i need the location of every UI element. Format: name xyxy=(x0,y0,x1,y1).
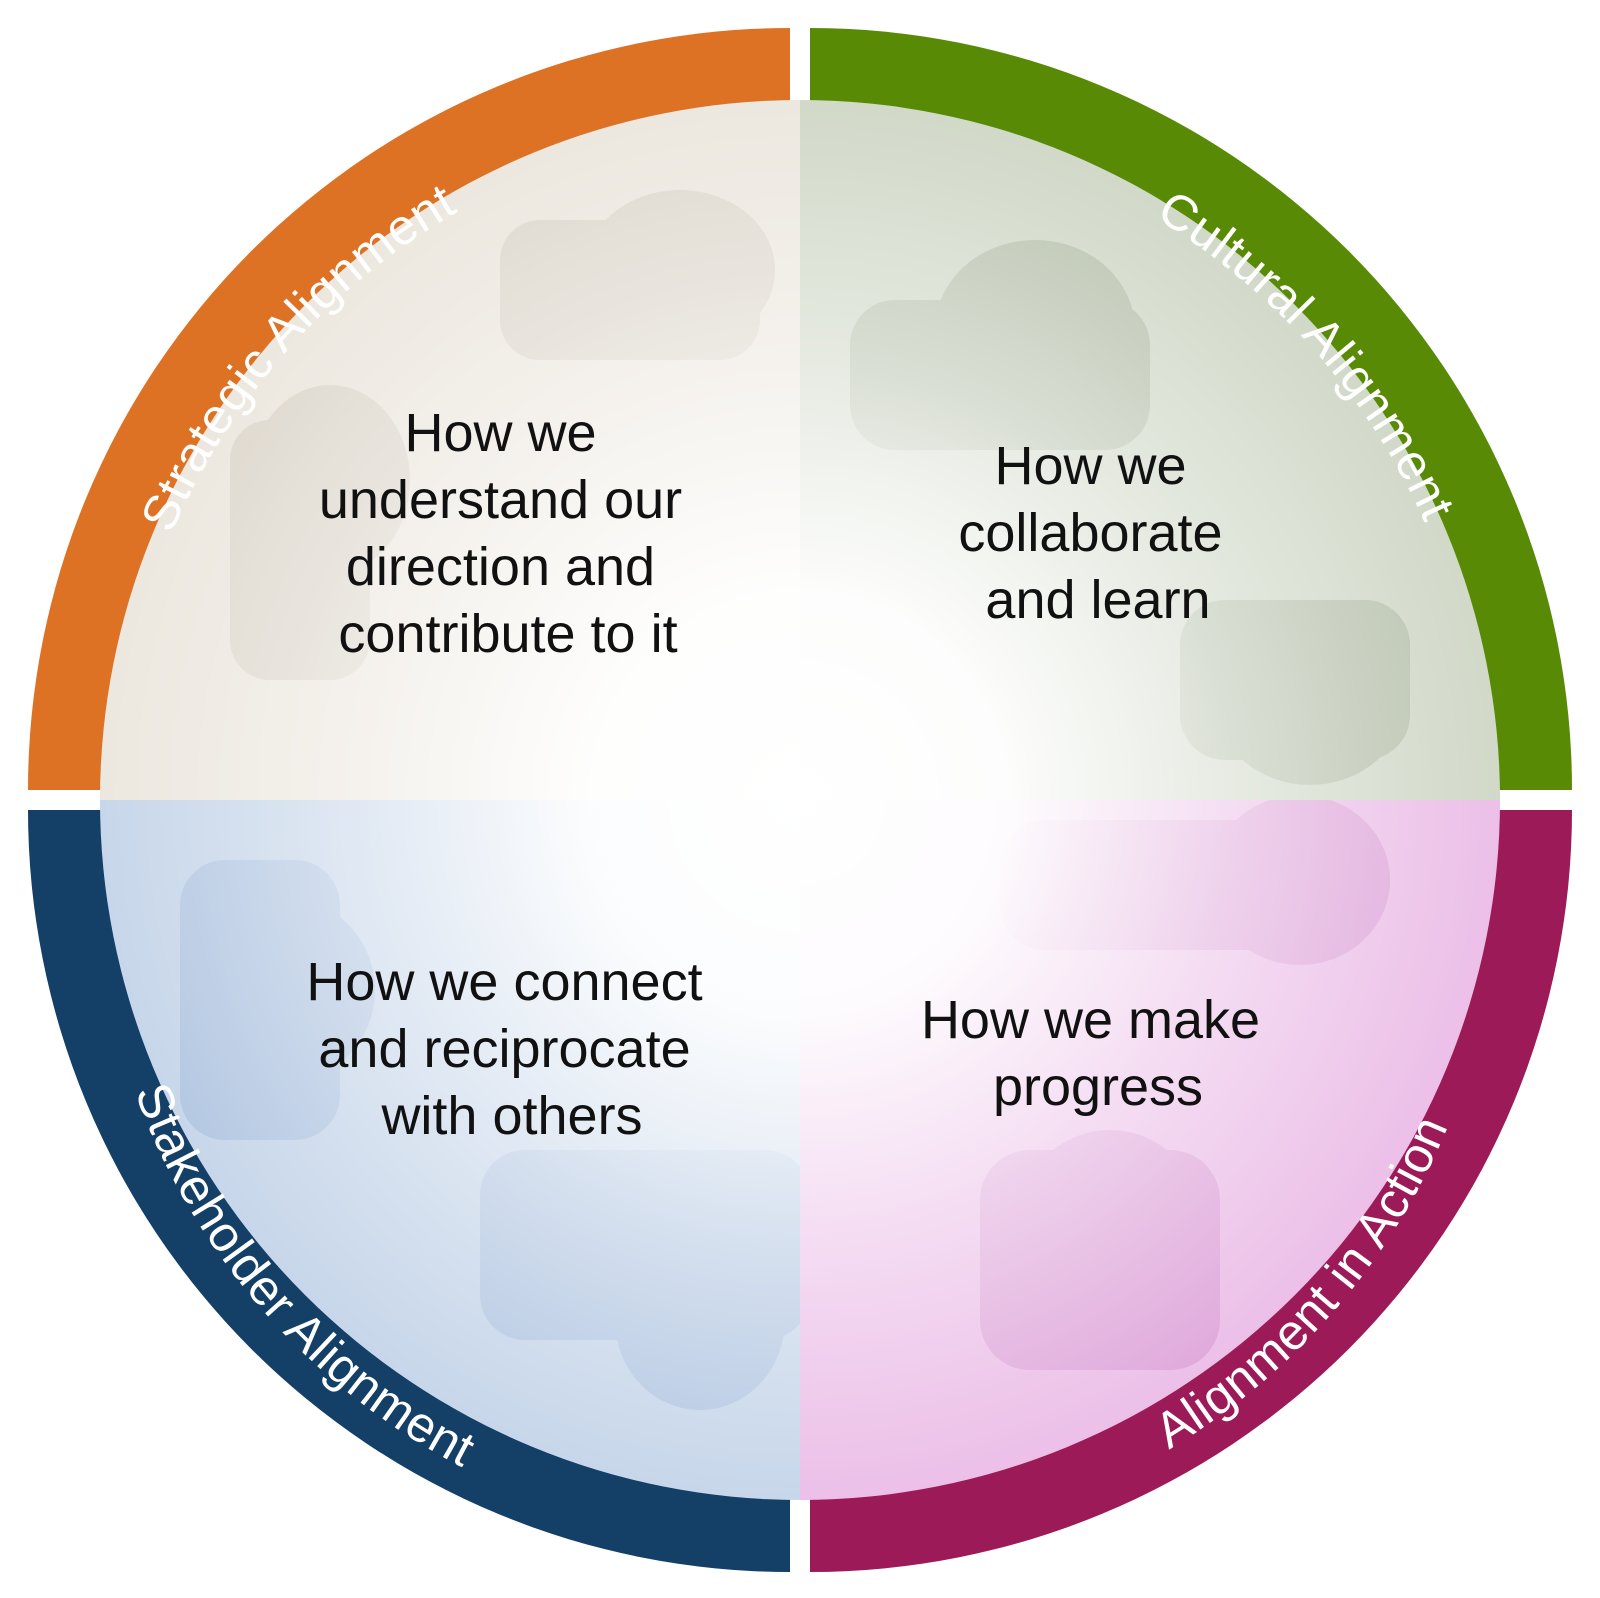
strategic-description-line: understand our xyxy=(319,470,682,530)
stakeholder-description-line: with others xyxy=(380,1086,642,1146)
inner-photo-area xyxy=(100,100,1500,1500)
cultural-description-line: and learn xyxy=(985,570,1210,630)
strategic-description: How we understand our direction and cont… xyxy=(319,403,697,664)
cultural-description: How we collaborate and learn xyxy=(958,436,1237,630)
cultural-description-line: collaborate xyxy=(958,503,1222,563)
strategic-alignment-segment xyxy=(28,28,790,790)
strategic-description-line: How we xyxy=(404,403,596,463)
action-description-line: How we make xyxy=(921,990,1260,1050)
stakeholder-alignment-segment xyxy=(28,810,790,1572)
action-description: How we make progress xyxy=(921,990,1275,1117)
strategic-description-line: contribute to it xyxy=(338,604,677,664)
cultural-description-line: How we xyxy=(994,436,1186,496)
stakeholder-description-line: How we connect xyxy=(306,952,702,1012)
strategic-description-line: direction and xyxy=(346,537,655,597)
cultural-alignment-segment xyxy=(810,28,1572,790)
action-description-line: progress xyxy=(993,1057,1203,1117)
outer-ring xyxy=(28,28,1572,1572)
alignment-in-action-segment xyxy=(810,810,1572,1572)
stakeholder-description: How we connect and reciprocate with othe… xyxy=(306,952,717,1146)
stakeholder-description-line: and reciprocate xyxy=(318,1019,690,1079)
